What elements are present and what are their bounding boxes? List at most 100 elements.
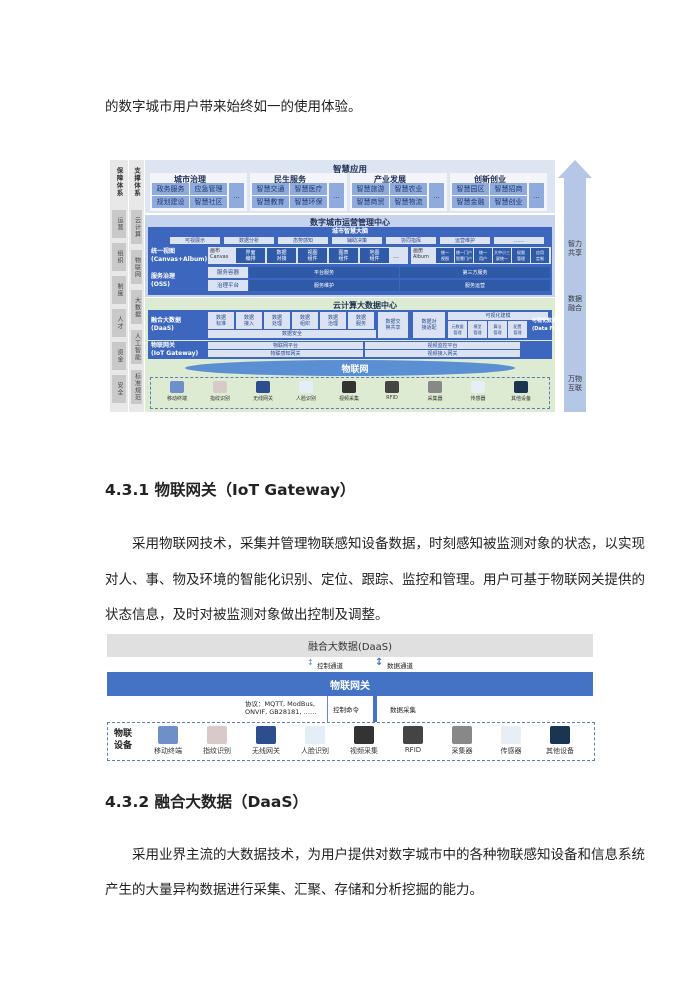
device-label: 无线网关 <box>252 396 273 402</box>
app-item: 智慧环保 <box>290 196 327 208</box>
data-channel-label: 数据通道 <box>387 662 413 670</box>
data-collect-label: 数据采集 <box>390 706 416 714</box>
album-item: 应用 定制 <box>531 248 549 263</box>
canvas-item: 界面 编排 <box>236 248 265 263</box>
device-item: 其他设备 <box>538 726 582 756</box>
data-security: 数据安全 <box>208 330 376 338</box>
control-channel-label: 控制通道 <box>317 662 343 670</box>
device-label: 指纹识别 <box>203 747 231 755</box>
daas-item: 数据 治理 <box>320 312 346 329</box>
face-recognition-icon <box>305 726 325 744</box>
device-label: 移动终端 <box>166 396 187 402</box>
album-item: 统一 用户 <box>474 248 492 263</box>
other-device-icon <box>550 726 570 744</box>
brain-item: 运营维护 <box>440 237 490 244</box>
app-item: 智慧招商 <box>490 183 527 195</box>
album-item: 大中小三 屏统一 <box>493 248 511 263</box>
device-item: 人脸识别 <box>288 381 324 402</box>
cloud-title: 云计算大数据中心 <box>333 301 397 310</box>
app-item: 智慧医疗 <box>290 183 327 195</box>
visual-modeling: 可视化建模 <box>448 312 548 320</box>
app-group: 创新创业智慧园区智慧招商智慧金融智慧创业... <box>450 173 547 211</box>
service-operate: 服务运营 <box>400 280 550 291</box>
brain-item: 态势感知 <box>278 237 328 244</box>
device-item: 视频采集 <box>331 381 367 402</box>
device-item: 移动终端 <box>146 726 190 756</box>
app-item: 应急管理 <box>190 183 227 195</box>
iot-cloud-label: 物联网 <box>341 365 369 375</box>
mobile-terminal-icon <box>170 381 184 393</box>
paragraph-line: 产生的大量异构数据进行采集、汇聚、存储和分析挖掘的能力。 <box>105 882 483 898</box>
platform-service: 平台服务 <box>249 267 399 278</box>
video-platform: 视频监控平台 <box>365 342 520 349</box>
gateway-label: 物联网关 (IoT Gateway) <box>151 342 199 357</box>
service-maintain: 服务维护 <box>249 280 399 291</box>
device-label: 指纹识别 <box>209 396 230 402</box>
app-item: 智慧商贸 <box>352 196 389 208</box>
device-item: 无线网关 <box>245 381 281 402</box>
canvas-item: 地图 组件 <box>360 248 389 263</box>
guarantee-head: 保障体系 <box>115 167 123 197</box>
device-label: 视频采集 <box>338 396 359 402</box>
app-group-title: 民生服务 <box>274 175 306 184</box>
guarantee-item: 制度 <box>112 276 126 304</box>
iot-platform: 物联网平台 <box>208 342 363 349</box>
brain-title: 城市智慧大脑 <box>331 228 368 235</box>
daas-band: 融合大数据(DaaS) <box>107 634 593 657</box>
device-label: 采集器 <box>427 396 443 402</box>
collector-icon <box>428 381 442 393</box>
device-item: RFID <box>374 381 410 401</box>
device-label: 视频采集 <box>350 747 378 755</box>
guarantee-item: 运营 <box>112 210 126 238</box>
app-more: ... <box>329 183 344 208</box>
device-label: 其他设备 <box>546 747 574 755</box>
sensor-icon <box>471 381 485 393</box>
data-fisher-label: 可视化数据建模 (Data Fisher) <box>532 318 570 332</box>
daas-row: 融合大数据 (DaaS) 数据 标准数据 接入数据 处理数据 组织数据 治理数据… <box>148 310 570 340</box>
iot-gateway-diagram: 融合大数据(DaaS) ↕ 控制通道 ↕ 数据通道 物联网关 协议：MQTT, … <box>107 634 595 761</box>
app-more: ... <box>529 183 544 208</box>
app-group-title: 城市治理 <box>174 175 206 184</box>
app-item: 智慧园区 <box>452 183 489 195</box>
view-label: 统一视图 (Canvas+Album) <box>151 248 208 263</box>
album-item: 统一 视图 <box>436 248 454 263</box>
daas-item: 数据 服务 <box>348 312 374 329</box>
app-item: 智慧社区 <box>190 196 227 208</box>
device-item: RFID <box>391 726 435 754</box>
architecture-diagram: 保障体系 运营组织制度人才资金安全 支撑体系 云计算物联网大数据人工智能标准规范… <box>110 160 592 412</box>
model-item: 算法 管理 <box>488 321 507 338</box>
daas-item: 数据 接入 <box>236 312 262 329</box>
device-item: 视频采集 <box>342 726 386 756</box>
paragraph-line: 采用物联网技术，采集并管理物联感知设备数据，时刻感知被监测对象的状态，以实现 <box>132 536 645 552</box>
brain-item: 数据分析 <box>224 237 274 244</box>
app-item: 智慧教育 <box>252 196 289 208</box>
album-item: 权限 管理 <box>512 248 530 263</box>
ops-inner: 城市智慧大脑 可视展示数据分析态势感知辅助决策协同指挥运营维护…… 统一视图 (… <box>148 227 552 295</box>
arrow-label: 智力 共享 <box>568 240 582 257</box>
device-item: 无线网关 <box>244 726 288 756</box>
video-gateway: 视频接入网关 <box>365 350 520 357</box>
device-label: 其他设备 <box>510 396 531 402</box>
fingerprint-icon <box>207 726 227 744</box>
device-label: RFID <box>386 395 398 401</box>
data-exchange: 数据交 换共享 <box>378 312 408 338</box>
arrow-label: 数据 融合 <box>568 295 582 312</box>
control-command-label: 控制命令 <box>333 706 359 714</box>
wireless-gateway-icon <box>256 726 276 744</box>
device-item: 指纹识别 <box>202 381 238 402</box>
guarantee-column: 保障体系 运营组织制度人才资金安全 <box>110 160 128 412</box>
support-item: 云计算 <box>131 210 142 244</box>
device-label: 移动终端 <box>154 747 182 755</box>
smart-apps-layer: 智慧应用 城市治理政务服务应急管理规划建设智慧社区...民生服务智慧交通智慧医疗… <box>145 160 555 213</box>
support-item: 人工智能 <box>131 330 142 364</box>
device-item: 移动终端 <box>159 381 195 402</box>
guarantee-item: 人才 <box>112 309 126 337</box>
app-item: 智慧物流 <box>390 196 427 208</box>
ops-center-layer: 数字城市运营管理中心 城市智慧大脑 可视展示数据分析态势感知辅助决策协同指挥运营… <box>145 215 555 297</box>
device-item: 传感器 <box>460 381 496 402</box>
album-label: 画册 Album <box>413 248 430 260</box>
app-group: 民生服务智慧交通智慧医疗智慧教育智慧环保... <box>250 173 347 211</box>
support-item: 物联网 <box>131 250 142 284</box>
app-item: 政务服务 <box>152 183 189 195</box>
guarantee-item: 安全 <box>112 375 126 403</box>
